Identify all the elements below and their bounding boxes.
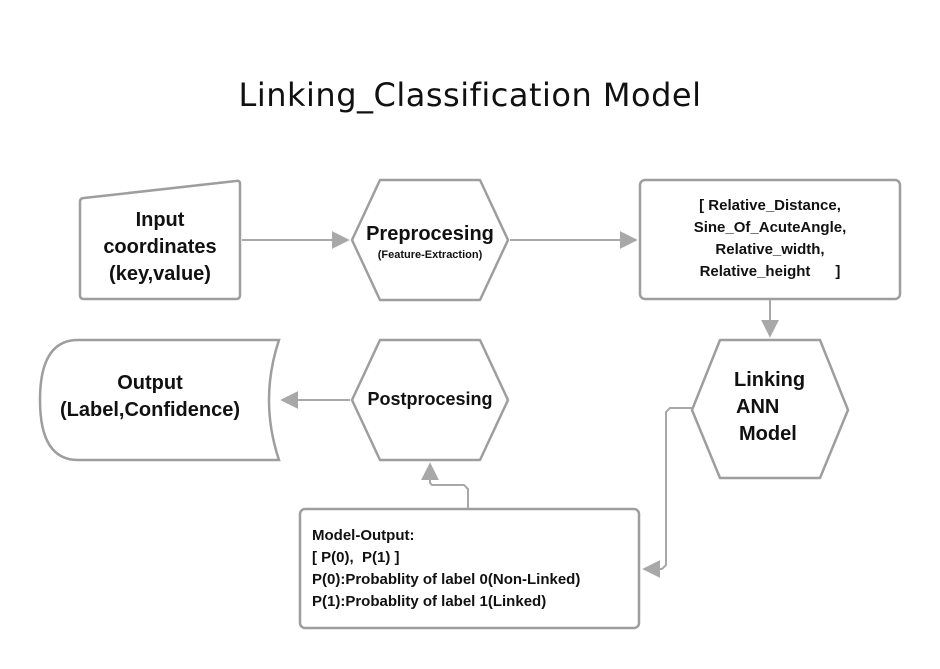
postprocessing-node-label: Postprocesing	[367, 389, 493, 409]
features-line-4: Relative_height ]	[699, 263, 841, 280]
output-node-shape	[38, 338, 281, 462]
output-line-1: Output	[117, 372, 183, 394]
ann-model-node-shape	[690, 338, 850, 480]
ann-model-node-label: Linking ANN Model	[734, 367, 834, 448]
model-output-node-shape	[298, 507, 641, 630]
arrow-model-output-to-postprocessing	[421, 462, 469, 508]
preprocessing-node-label: Preprocesing (Feature-Extraction)	[352, 221, 508, 263]
output-line-2: (Label,Confidence)	[59, 399, 240, 421]
preprocessing-title: Preprocesing	[366, 223, 494, 245]
diagram-title: Linking_Classification Model	[238, 76, 702, 114]
model-output-line-4: P(1):Probablity of label 1(Linked)	[312, 593, 547, 610]
features-line-3: Relative_width,	[715, 241, 825, 258]
postprocessing-node-shape	[350, 338, 510, 462]
ann-model-line-1: Linking	[734, 369, 806, 391]
input-node-line-3: (key,value)	[109, 263, 211, 285]
ann-model-line-2: ANN	[736, 396, 780, 418]
preprocessing-node-shape	[350, 178, 510, 302]
ann-model-line-3: Model	[739, 423, 797, 445]
model-output-node-label: Model-Output: [ P(0), P(1) ] P(0):Probab…	[312, 525, 634, 613]
output-node-label: Output (Label,Confidence)	[40, 370, 260, 424]
features-line-2: Sine_Of_AcuteAngle,	[693, 219, 847, 236]
features-line-1: [ Relative_Distance,	[699, 197, 841, 214]
input-node-line-1: Input	[135, 209, 185, 231]
model-output-line-1: Model-Output:	[312, 527, 415, 544]
features-node-label: [ Relative_Distance, Sine_Of_AcuteAngle,…	[640, 195, 900, 283]
model-output-line-3: P(0):Probablity of label 0(Non-Linked)	[312, 571, 581, 588]
arrow-ann-to-model-output	[642, 407, 692, 578]
input-node-line-2: coordinates	[103, 236, 217, 258]
features-node-shape	[638, 178, 902, 301]
preprocessing-subtitle: (Feature-Extraction)	[377, 249, 483, 261]
input-node-shape	[78, 179, 242, 301]
input-node-label: Input coordinates (key,value)	[84, 207, 236, 288]
model-output-line-2: [ P(0), P(1) ]	[312, 549, 400, 566]
